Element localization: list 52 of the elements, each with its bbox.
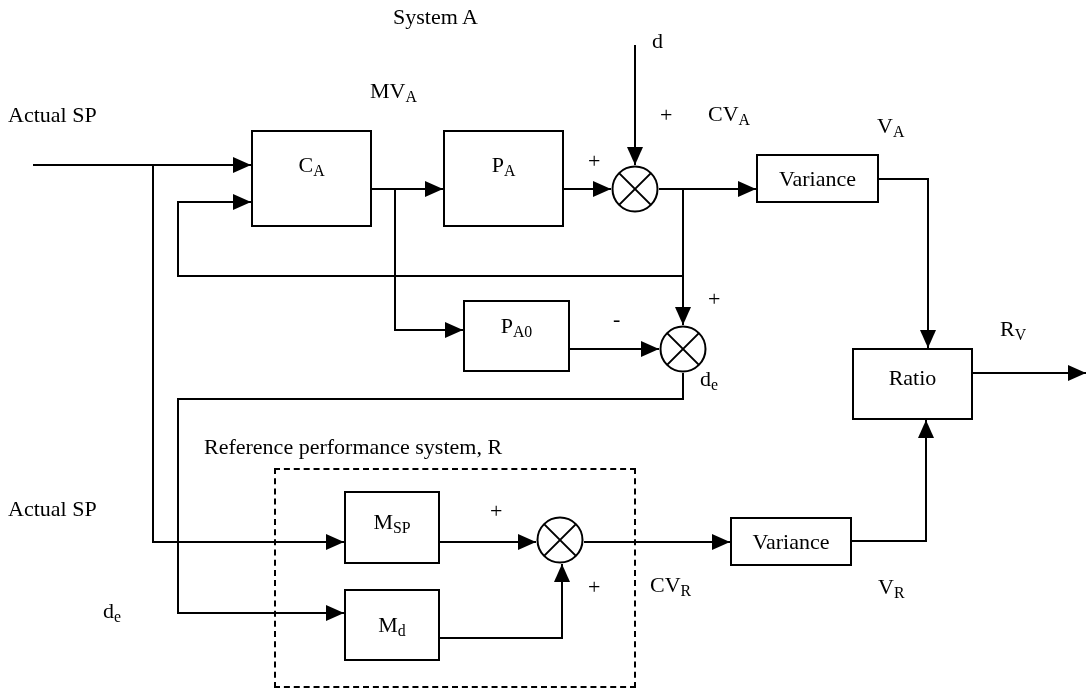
arrow bbox=[972, 365, 1087, 381]
block-label: Variance bbox=[752, 530, 830, 553]
block-label: P$_{A}$ bbox=[491, 153, 516, 176]
block-label: Variance bbox=[779, 167, 856, 190]
signal-label: d bbox=[652, 30, 663, 52]
arrow bbox=[439, 563, 570, 639]
signal-label: - bbox=[613, 308, 621, 330]
block-box bbox=[852, 348, 973, 420]
signal-label: + bbox=[588, 150, 601, 172]
block-label: C$_{A}$ bbox=[298, 153, 325, 176]
arrow bbox=[878, 178, 936, 349]
arrow bbox=[658, 188, 691, 326]
arrow bbox=[439, 534, 537, 550]
signal-label: MV$_{A}$ bbox=[370, 80, 417, 102]
signal-label: R$_{V}$ bbox=[1000, 318, 1027, 340]
arrow bbox=[851, 419, 934, 542]
block-box bbox=[443, 130, 564, 227]
signal-label: Actual SP bbox=[8, 498, 97, 520]
arrow bbox=[569, 341, 660, 357]
block-box bbox=[463, 300, 570, 372]
block-box bbox=[344, 491, 440, 564]
signal-label: System A bbox=[393, 6, 478, 28]
block-label: P$_{A0}$ bbox=[500, 315, 533, 337]
arrow bbox=[177, 372, 684, 621]
signal-label: V$_{A}$ bbox=[877, 115, 905, 137]
block-box bbox=[251, 130, 372, 227]
signal-label: + bbox=[490, 500, 503, 522]
signal-label: + bbox=[588, 576, 601, 598]
signal-label: + bbox=[708, 288, 721, 310]
arrow bbox=[371, 188, 464, 338]
block-label: Ratio bbox=[888, 367, 937, 389]
arrow bbox=[583, 534, 731, 550]
arrow bbox=[627, 44, 643, 166]
arrow bbox=[32, 157, 252, 173]
block-box bbox=[730, 517, 852, 566]
arrow bbox=[152, 164, 345, 550]
signal-label: V$_{R}$ bbox=[878, 576, 905, 598]
block-box bbox=[344, 589, 440, 661]
block-box bbox=[756, 154, 879, 203]
signal-label: CV$_{R}$ bbox=[650, 574, 692, 596]
signal-label: CV$_{A}$ bbox=[708, 103, 750, 125]
block-label: M$_{d}$ bbox=[378, 614, 406, 636]
block-label: M$_{SP}$ bbox=[373, 510, 411, 533]
signal-label: d$_{e}$ bbox=[103, 600, 122, 622]
signal-label: Actual SP bbox=[8, 104, 97, 126]
signal-label: + bbox=[660, 104, 673, 126]
summing-junction bbox=[536, 516, 584, 564]
boundary-title: Reference performance system, R bbox=[204, 436, 503, 458]
summing-junction bbox=[659, 325, 707, 373]
signal-label: d$_{e}$ bbox=[700, 368, 719, 390]
arrow bbox=[563, 181, 612, 197]
summing-junction bbox=[611, 165, 659, 213]
